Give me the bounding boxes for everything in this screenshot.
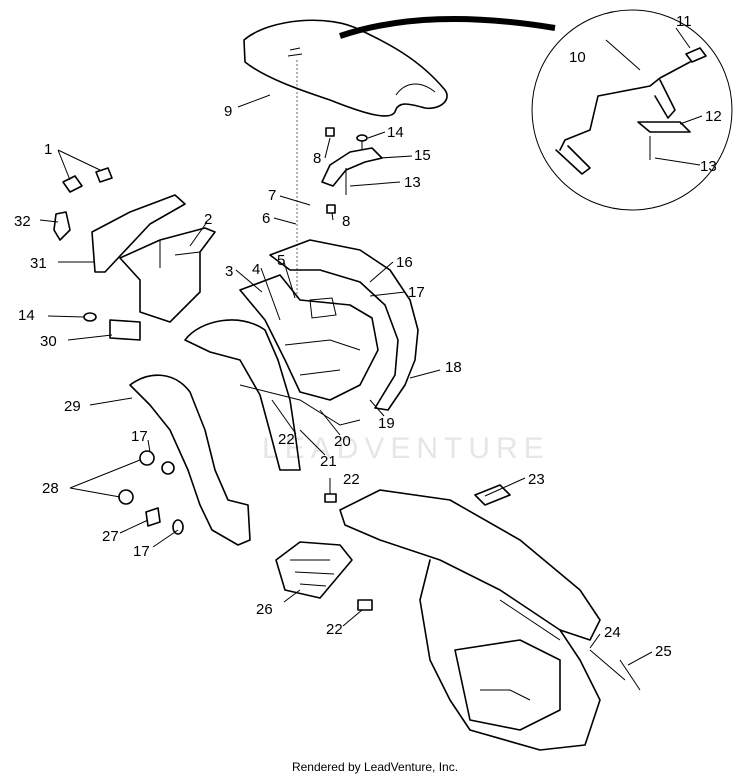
callout-17b: 17 bbox=[131, 428, 148, 445]
callout-21: 21 bbox=[320, 453, 337, 470]
callout-15: 15 bbox=[414, 147, 431, 164]
rear-fender bbox=[239, 239, 419, 411]
callout-2: 2 bbox=[204, 211, 212, 228]
callout-16: 16 bbox=[396, 254, 413, 271]
footrest bbox=[275, 541, 353, 599]
frame bbox=[339, 484, 641, 751]
callout-24: 24 bbox=[604, 624, 621, 641]
curved-arrow bbox=[339, 16, 556, 39]
callout-27: 27 bbox=[102, 528, 119, 545]
callout-10: 10 bbox=[569, 49, 586, 66]
callout-11: 11 bbox=[676, 13, 692, 30]
callout-17a: 17 bbox=[408, 284, 425, 301]
callout-13a: 13 bbox=[700, 158, 717, 175]
callout-12: 12 bbox=[705, 108, 722, 125]
callout-14a: 14 bbox=[387, 124, 404, 141]
callout-17c: 17 bbox=[133, 543, 150, 560]
leaders bbox=[39, 27, 703, 666]
callout-8a: 8 bbox=[313, 150, 321, 167]
callout-19: 19 bbox=[378, 415, 395, 432]
callout-22b: 22 bbox=[343, 471, 360, 488]
callout-22c: 22 bbox=[326, 621, 343, 638]
seat bbox=[243, 19, 448, 117]
callout-32: 32 bbox=[14, 213, 31, 230]
callout-4: 4 bbox=[252, 261, 260, 278]
mud-flap bbox=[129, 374, 251, 546]
callout-30: 30 bbox=[40, 333, 57, 350]
callout-7: 7 bbox=[268, 187, 276, 204]
callout-28: 28 bbox=[42, 480, 59, 497]
hardware bbox=[118, 450, 373, 611]
side-clips bbox=[53, 167, 113, 322]
callout-29: 29 bbox=[64, 398, 81, 415]
watermark: LEADVENTURE bbox=[262, 432, 550, 465]
callout-8b: 8 bbox=[342, 213, 350, 230]
seat-bracket bbox=[321, 127, 383, 214]
callout-14b: 14 bbox=[18, 307, 35, 324]
callout-20: 20 bbox=[334, 433, 351, 450]
callout-3: 3 bbox=[225, 263, 233, 280]
storage-box bbox=[91, 194, 216, 341]
callout-18: 18 bbox=[445, 359, 462, 376]
callout-9: 9 bbox=[224, 103, 232, 120]
callout-6: 6 bbox=[262, 210, 270, 227]
callout-26: 26 bbox=[256, 601, 273, 618]
callout-25: 25 bbox=[655, 643, 672, 660]
callout-5: 5 bbox=[277, 252, 285, 269]
callout-23: 23 bbox=[528, 471, 545, 488]
callout-31: 31 bbox=[30, 255, 47, 272]
callout-22a: 22 bbox=[278, 431, 295, 448]
callout-1: 1 bbox=[44, 141, 52, 158]
callout-13b: 13 bbox=[404, 174, 421, 191]
callout-labels: 1 2 3 4 5 6 7 8 8 9 10 11 12 13 13 14 14… bbox=[14, 13, 722, 660]
front-fender bbox=[184, 319, 361, 471]
latch-inset bbox=[531, 9, 733, 211]
footer-credit: Rendered by LeadVenture, Inc. bbox=[291, 760, 459, 774]
